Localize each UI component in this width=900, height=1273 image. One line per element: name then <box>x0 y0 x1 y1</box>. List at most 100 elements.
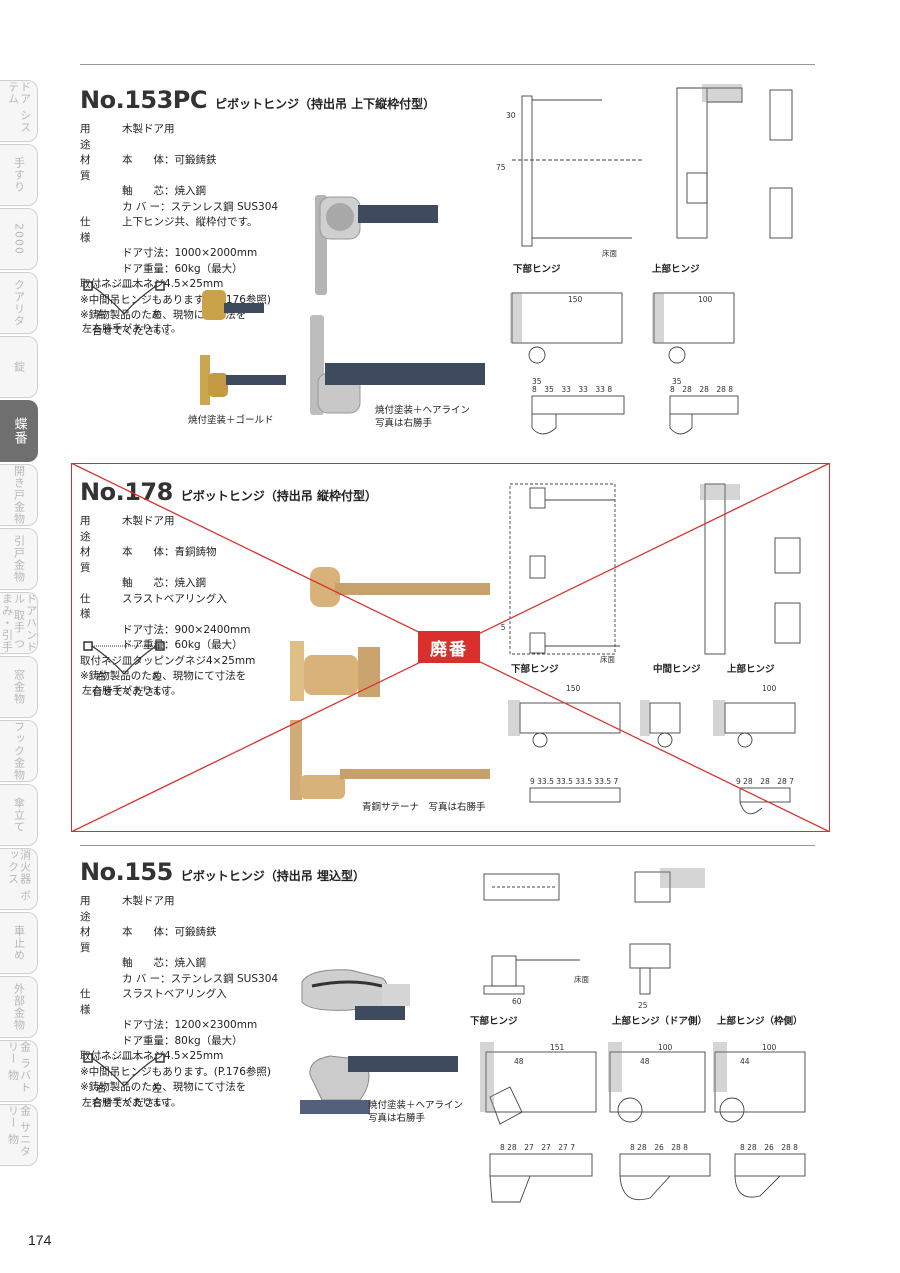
diagram-label-top-hinge-door-side: 上部ヒンジ（ドア側） <box>612 1016 708 1027</box>
spec-key: 仕 様 <box>80 988 113 1016</box>
tab-door-handle[interactable]: ドアハンドル 取手 つまみ・引手 <box>0 592 38 654</box>
spec-value: 木製ドア用 <box>122 515 175 527</box>
tab-door-system[interactable]: ドア システム <box>0 80 38 142</box>
dim-label: 8 28 26 28 8 <box>740 1143 798 1152</box>
spec-list: 用 途木製ドア用 材 質本 体：青銅鋳物 軸 芯：焼入鋼 仕 様スラストベアリン… <box>80 514 320 700</box>
dim-label: 8 35 33 33 33 8 <box>532 385 612 394</box>
spec-value: 軸 芯：焼入鋼 <box>122 185 206 197</box>
tab-lavatory-hardware[interactable]: 金 ラバトリー 物 <box>0 1040 38 1102</box>
spec-value: 皿タッピングネジ4×25mm <box>122 654 256 667</box>
product-number: No.178 <box>80 478 173 506</box>
tab-lock[interactable]: 錠 <box>0 336 38 398</box>
tab-extinguisher-box[interactable]: 消火器 ボックス <box>0 848 38 910</box>
photo-caption: 写真は右勝手 <box>375 418 433 429</box>
dim-label: 8 28 28 28 8 <box>670 385 733 394</box>
spec-value: 軸 芯：焼入鋼 <box>122 577 206 589</box>
swing-left-label: 左 <box>152 1084 162 1095</box>
product-number: No.153PC <box>80 86 208 114</box>
product-title: No.153PC ピボットヒンジ（持出吊 上下縦枠付型） <box>80 86 820 114</box>
spec-note: 合せてください。 <box>92 685 176 698</box>
product-155: No.155 ピボットヒンジ（持出吊 埋込型） 用 途木製ドア用 材 質本 体：… <box>80 858 820 1111</box>
spec-list: 用 途木製ドア用 材 質本 体：可鍛鋳鉄 軸 芯：焼入鋼 カ バ ー：ステンレス… <box>80 122 320 339</box>
tab-car-stop[interactable]: 車止め <box>0 912 38 974</box>
spec-value: ドア寸法：1200×2300mm <box>122 1019 258 1031</box>
spec-value: 上下ヒンジ共、縦枠付です。 <box>122 216 258 228</box>
photo-caption: 焼付塗装＋ヘアライン <box>375 405 471 416</box>
spec-note: 合せてください。 <box>92 324 176 337</box>
swing-right-label: 右 <box>96 672 106 683</box>
tab-window-hardware[interactable]: 窓金物 <box>0 656 38 718</box>
spec-list: 用 途木製ドア用 材 質本 体：可鍛鋳鉄 軸 芯：焼入鋼 カ バ ー：ステンレス… <box>80 894 320 1111</box>
spec-value: スラストベアリング入 <box>122 592 227 605</box>
photo-caption: 焼付塗装＋ヘアライン <box>368 1100 464 1111</box>
product-title: No.178 ピボットヒンジ（持出吊 縦枠付型） <box>80 478 820 506</box>
spec-key: 仕 様 <box>80 216 113 244</box>
diagram-label-bottom-hinge: 下部ヒンジ <box>513 264 561 275</box>
diagram-label-bottom-hinge: 下部ヒンジ <box>470 1016 518 1027</box>
diagram-label-top-hinge-frame-side: 上部ヒンジ（枠側） <box>717 1016 803 1027</box>
spec-value: ドア重量：80kg（最大） <box>122 1034 243 1047</box>
swing-caption: 左右勝手があります。 <box>82 686 181 697</box>
tab-sanitary-hardware[interactable]: 金 サニタリー 物 <box>0 1104 38 1166</box>
dim-label: 8 28 26 28 8 <box>630 1143 688 1152</box>
spec-key: 材 質 <box>80 546 113 574</box>
spec-note: ※鋳物製品のため、現物にて寸法を <box>80 670 247 682</box>
spec-key: 材 質 <box>80 926 113 954</box>
photo-caption: 焼付塗装＋ゴールド <box>188 415 274 426</box>
dim-label: 25 <box>638 1001 648 1010</box>
tab-exterior-hardware[interactable]: 外部金物 <box>0 976 38 1038</box>
spec-value: スラストベアリング入 <box>122 988 227 1000</box>
product-title: No.155 ピボットヒンジ（持出吊 埋込型） <box>80 858 820 886</box>
tab-hook-hardware[interactable]: フック金物 <box>0 720 38 782</box>
dim-label: 100 <box>658 1043 673 1052</box>
dim-label: 75 <box>500 623 506 632</box>
product-number: No.155 <box>80 858 173 886</box>
tab-2000[interactable]: 2000 <box>0 208 38 270</box>
swing-left-label: 左 <box>152 310 162 321</box>
spec-value: 軸 芯：焼入鋼 <box>122 957 206 969</box>
tab-umbrella-stand[interactable]: 傘立て <box>0 784 38 846</box>
diagram-label-top-hinge: 上部ヒンジ <box>727 664 775 675</box>
spec-value: カ バ ー：ステンレス鋼 SUS304 <box>122 972 279 985</box>
product-subtitle: ピボットヒンジ（持出吊 上下縦枠付型） <box>215 97 436 111</box>
product-photo-178 <box>290 567 490 800</box>
dim-label: 35 <box>532 377 542 386</box>
spec-value: 本 体：可鍛鋳鉄 <box>122 926 217 938</box>
spec-key: 取付ネジ <box>80 654 122 667</box>
dim-label: 9 33.5 33.5 33.5 33.5 7 <box>530 777 618 786</box>
diagram-label-middle-hinge: 中間ヒンジ <box>653 664 701 675</box>
spec-value: ドア寸法：900×2400mm <box>122 623 251 636</box>
dim-label: 8 28 27 27 27 7 <box>500 1143 575 1152</box>
tab-sliding-door-hardware[interactable]: 引戸金物 <box>0 528 38 590</box>
product-photo-153pc <box>200 195 485 415</box>
dim-label: 100 <box>698 295 713 304</box>
product-subtitle: ピボットヒンジ（持出吊 縦枠付型） <box>180 489 377 503</box>
tab-swing-door-hardware[interactable]: 開き戸金物 <box>0 464 38 526</box>
spec-value: カ バ ー：ステンレス鋼 SUS304 <box>122 200 279 213</box>
spec-key: 取付ネジ <box>80 278 122 290</box>
tab-handrail[interactable]: 手すり <box>0 144 38 206</box>
photo-caption: 青銅サテーナ 写真は右勝手 <box>362 802 486 813</box>
swing-left-label: 左 <box>152 672 162 683</box>
dim-label: 75 <box>496 163 506 172</box>
dim-label: 60 <box>512 997 522 1006</box>
product-153pc: No.153PC ピボットヒンジ（持出吊 上下縦枠付型） 用 途木製ドア用 材 … <box>80 86 820 339</box>
diagram-label-top-hinge: 上部ヒンジ <box>652 264 700 275</box>
spec-value: 木製ドア用 <box>122 123 175 135</box>
dim-label: 150 <box>568 295 583 304</box>
floor-label: 床面 <box>602 248 617 258</box>
spec-value: ドア寸法：1000×2000mm <box>122 247 258 259</box>
spec-value: 本 体：可鍛鋳鉄 <box>122 154 217 166</box>
dim-label: 9 28 28 28 7 <box>736 777 794 786</box>
swing-diagram <box>83 1053 165 1087</box>
tab-hinge[interactable]: 蝶番 <box>0 400 38 462</box>
swing-diagram <box>83 641 165 675</box>
dim-label: 48 <box>640 1057 650 1066</box>
dim-label: 150 <box>566 684 581 693</box>
technical-drawing-155: 60 25 151 48 100 48 100 44 8 28 27 27 27… <box>480 868 806 1203</box>
discontinued-stamp: 廃番 <box>418 631 480 663</box>
tab-qualita[interactable]: クアリタ <box>0 272 38 334</box>
dim-label: 100 <box>762 684 777 693</box>
spec-key: 取付ネジ <box>80 1050 122 1062</box>
swing-right-label: 右 <box>96 310 106 321</box>
